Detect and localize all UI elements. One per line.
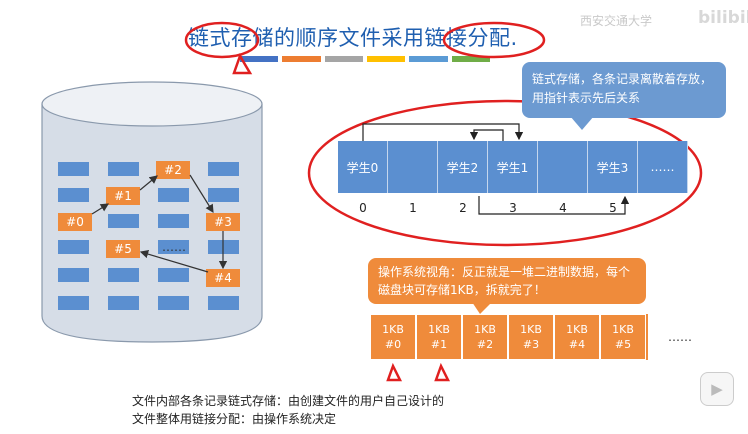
block-size: 1KB (474, 323, 496, 336)
annot-triangle (434, 362, 451, 382)
disk-block (108, 268, 139, 282)
block-size: 1KB (612, 323, 634, 336)
disk-block-cell: 1KB#4 (554, 314, 600, 360)
record-cell (388, 141, 438, 193)
callout-chained-storage: 链式存储，各条记录离散着存放，用指针表示先后关系 (522, 62, 726, 118)
record-cell (538, 141, 588, 193)
disk-block (158, 188, 189, 202)
annot-circle (184, 21, 260, 59)
callout-os-view: 操作系统视角：反正就是一堆二进制数据，每个磁盘块可存储1KB，拆就完了！ (368, 258, 646, 304)
annot-circle (442, 21, 546, 59)
block-size: 1KB (520, 323, 542, 336)
disk-block (158, 268, 189, 282)
bilibili-logo: bilibili (698, 8, 748, 28)
block-size: 1KB (566, 323, 588, 336)
color-seg (240, 56, 279, 62)
block-id: #5 (614, 338, 632, 351)
chain-block-4: #4 (206, 269, 240, 287)
record-index: 4 (559, 201, 567, 215)
color-seg (451, 56, 490, 62)
callout-pointer (570, 116, 594, 130)
disk-block-cell: 1KB#5 (600, 314, 646, 360)
record-cell: 学生0 (338, 141, 388, 193)
color-seg (366, 56, 406, 62)
disk-block (208, 188, 239, 202)
chain-block-2: #2 (156, 161, 190, 179)
title-color-bar (240, 56, 490, 62)
disk-block (58, 188, 89, 202)
annot-ellipse (307, 99, 703, 247)
record-index: 1 (409, 201, 417, 215)
record-index: 2 (459, 201, 467, 215)
disk-block (208, 296, 239, 310)
block-id: #0 (384, 338, 402, 351)
block-size: 1KB (382, 323, 404, 336)
color-seg (282, 56, 321, 62)
disk-block-cell: 1KB#2 (462, 314, 508, 360)
disk-ellipsis: …… (668, 330, 692, 344)
disk-block (208, 162, 239, 176)
chain-block-5: #5 (106, 240, 140, 258)
block-id: #1 (430, 338, 448, 351)
note-line: 文件整体用链接分配：由操作系统决定 (132, 412, 337, 426)
disk-block-cell: 1KB#1 (416, 314, 462, 360)
disk-block-cell: 1KB#0 (370, 314, 416, 360)
chain-block-3: #3 (206, 213, 240, 231)
record-cell: 学生3 (588, 141, 638, 193)
play-icon: ▶ (711, 380, 723, 398)
disk-block (58, 296, 89, 310)
disk-block (58, 268, 89, 282)
annot-triangle (232, 53, 253, 75)
chain-ellipsis: …… (162, 240, 186, 254)
disk-block (158, 296, 189, 310)
note-line: 文件内部各条记录链式存储：由创建文件的用户自己设计的 (132, 394, 445, 408)
block-id: #2 (476, 338, 494, 351)
disk-block (108, 296, 139, 310)
record-cell: 学生2 (438, 141, 488, 193)
record-index: 0 (359, 201, 367, 215)
watermark: 西安交通大学 (580, 14, 653, 28)
chain-block-0: #0 (58, 213, 92, 231)
block-id: #4 (568, 338, 586, 351)
disk-block (58, 240, 89, 254)
disk-block (158, 214, 189, 228)
record-index: 3 (509, 201, 517, 215)
chain-block-1: #1 (106, 187, 140, 205)
record-cell: …… (638, 141, 688, 193)
slide-title: 链式存储的顺序文件采用链接分配. (188, 26, 518, 50)
disk-block (108, 214, 139, 228)
callout-pointer (472, 302, 492, 314)
color-seg (324, 56, 363, 62)
disk-block-cell-empty (646, 314, 648, 360)
color-seg (409, 56, 448, 62)
record-array: 学生0 学生2 学生1 学生3 …… (338, 141, 688, 193)
footnotes: 文件内部各条记录链式存储：由创建文件的用户自己设计的 文件整体用链接分配：由操作… (132, 392, 444, 428)
disk-block-row: 1KB#0 1KB#1 1KB#2 1KB#3 1KB#4 1KB#5 (370, 314, 648, 360)
record-cell: 学生1 (488, 141, 538, 193)
disk-block (158, 240, 189, 254)
record-index: 5 (609, 201, 617, 215)
play-button[interactable]: ▶ (700, 372, 734, 406)
disk-block-cell: 1KB#3 (508, 314, 554, 360)
block-id: #3 (522, 338, 540, 351)
disk-block (58, 162, 89, 176)
block-size: 1KB (428, 323, 450, 336)
annot-triangle (386, 362, 403, 382)
disk-block (108, 162, 139, 176)
